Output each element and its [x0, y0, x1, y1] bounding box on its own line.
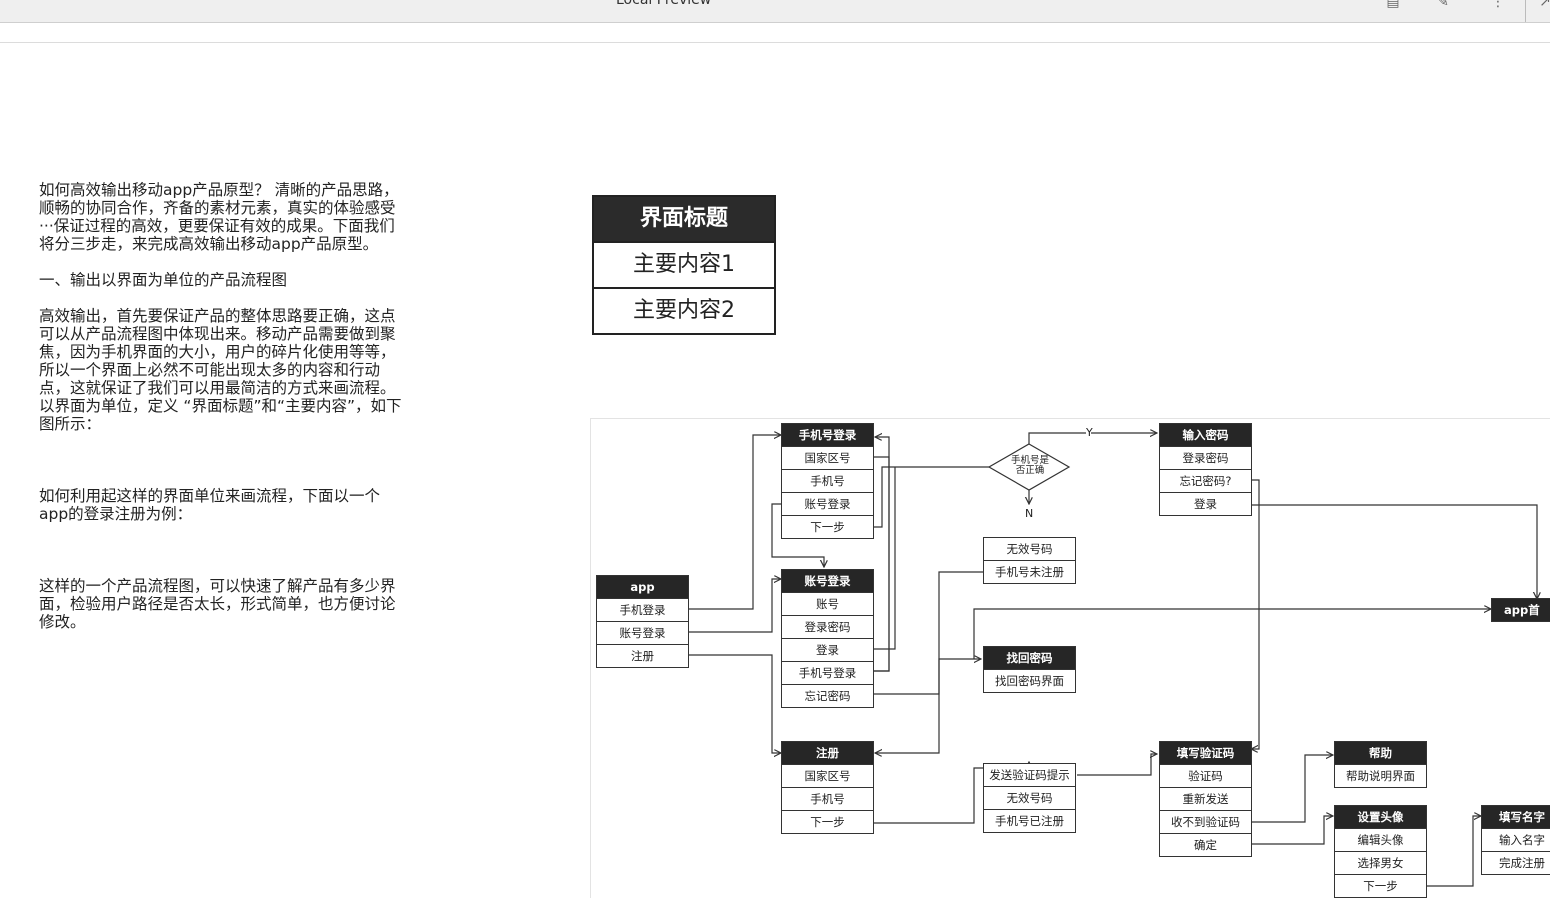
- window-titlebar: Local Preview ▤ ✎ ⋮ ↗: [0, 0, 1550, 23]
- node-app: app 手机登录账号登录注册: [596, 575, 689, 668]
- body-paragraph: 如何利用起这样的界面单位来画流程，下面以一个app的登录注册为例：: [39, 487, 381, 523]
- screen-unit-template: 界面标题 主要内容1 主要内容2: [592, 195, 776, 335]
- section-heading: 一、输出以界面为单位的产品流程图: [39, 271, 288, 289]
- body-paragraph: 这样的一个产品流程图，可以快速了解产品有多少界面，检验用户路径是否太长，形式简单…: [39, 577, 396, 631]
- node-phone-login: 手机号登录 国家区号手机号账号登录下一步: [781, 423, 874, 539]
- template-row: 主要内容1: [594, 241, 774, 287]
- yes-label: Y: [1086, 426, 1093, 439]
- article-text: 如何高效输出移动app产品原型？ 清晰的产品思路，顺畅的协同合作，齐备的素材元素…: [39, 181, 409, 631]
- template-title: 界面标题: [594, 197, 774, 241]
- no-label: N: [1025, 507, 1034, 520]
- node-account-login: 账号登录 账号登录密码登录手机号登录忘记密码: [781, 569, 874, 708]
- node-send-code: 发送验证码提示无效号码手机号已注册: [983, 763, 1076, 833]
- login-flow-diagram: app 手机登录账号登录注册 手机号登录 国家区号手机号账号登录下一步 手机号是…: [590, 418, 1550, 898]
- share-icon[interactable]: ↗: [1539, 0, 1550, 10]
- node-help: 帮助 帮助说明界面: [1334, 741, 1427, 788]
- node-password: 输入密码 登录密码忘记密码?登录: [1159, 423, 1252, 516]
- node-fill-name: 填写名字 输入名字完成注册: [1481, 805, 1550, 875]
- window-title: Local Preview: [616, 0, 712, 8]
- more-icon[interactable]: ⋮: [1491, 0, 1505, 10]
- node-app-home: app首: [1491, 598, 1550, 622]
- decision-label: 手机号是否正确: [1010, 455, 1049, 476]
- node-find-password: 找回密码 找回密码界面: [983, 646, 1076, 693]
- template-row: 主要内容2: [594, 287, 774, 333]
- node-set-avatar: 设置头像 编辑头像选择男女下一步: [1334, 805, 1427, 898]
- intro-paragraph: 如何高效输出移动app产品原型？ 清晰的产品思路，顺畅的协同合作，齐备的素材元素…: [39, 181, 399, 253]
- edit-icon[interactable]: ✎: [1437, 0, 1449, 10]
- toolbar-divider: [1525, 0, 1526, 22]
- decision-diamond: [987, 443, 1071, 491]
- node-verify-code: 填写验证码 验证码重新发送收不到验证码确定: [1159, 741, 1252, 857]
- document-icon[interactable]: ▤: [1386, 0, 1400, 10]
- body-paragraph: 高效输出，首先要保证产品的整体思路要正确，这点可以从产品流程图中体现出来。移动产…: [39, 307, 402, 433]
- toolbar-bottom-divider: [0, 42, 1550, 43]
- node-register: 注册 国家区号手机号下一步: [781, 741, 874, 834]
- node-invalid-number: 无效号码手机号未注册: [983, 537, 1076, 584]
